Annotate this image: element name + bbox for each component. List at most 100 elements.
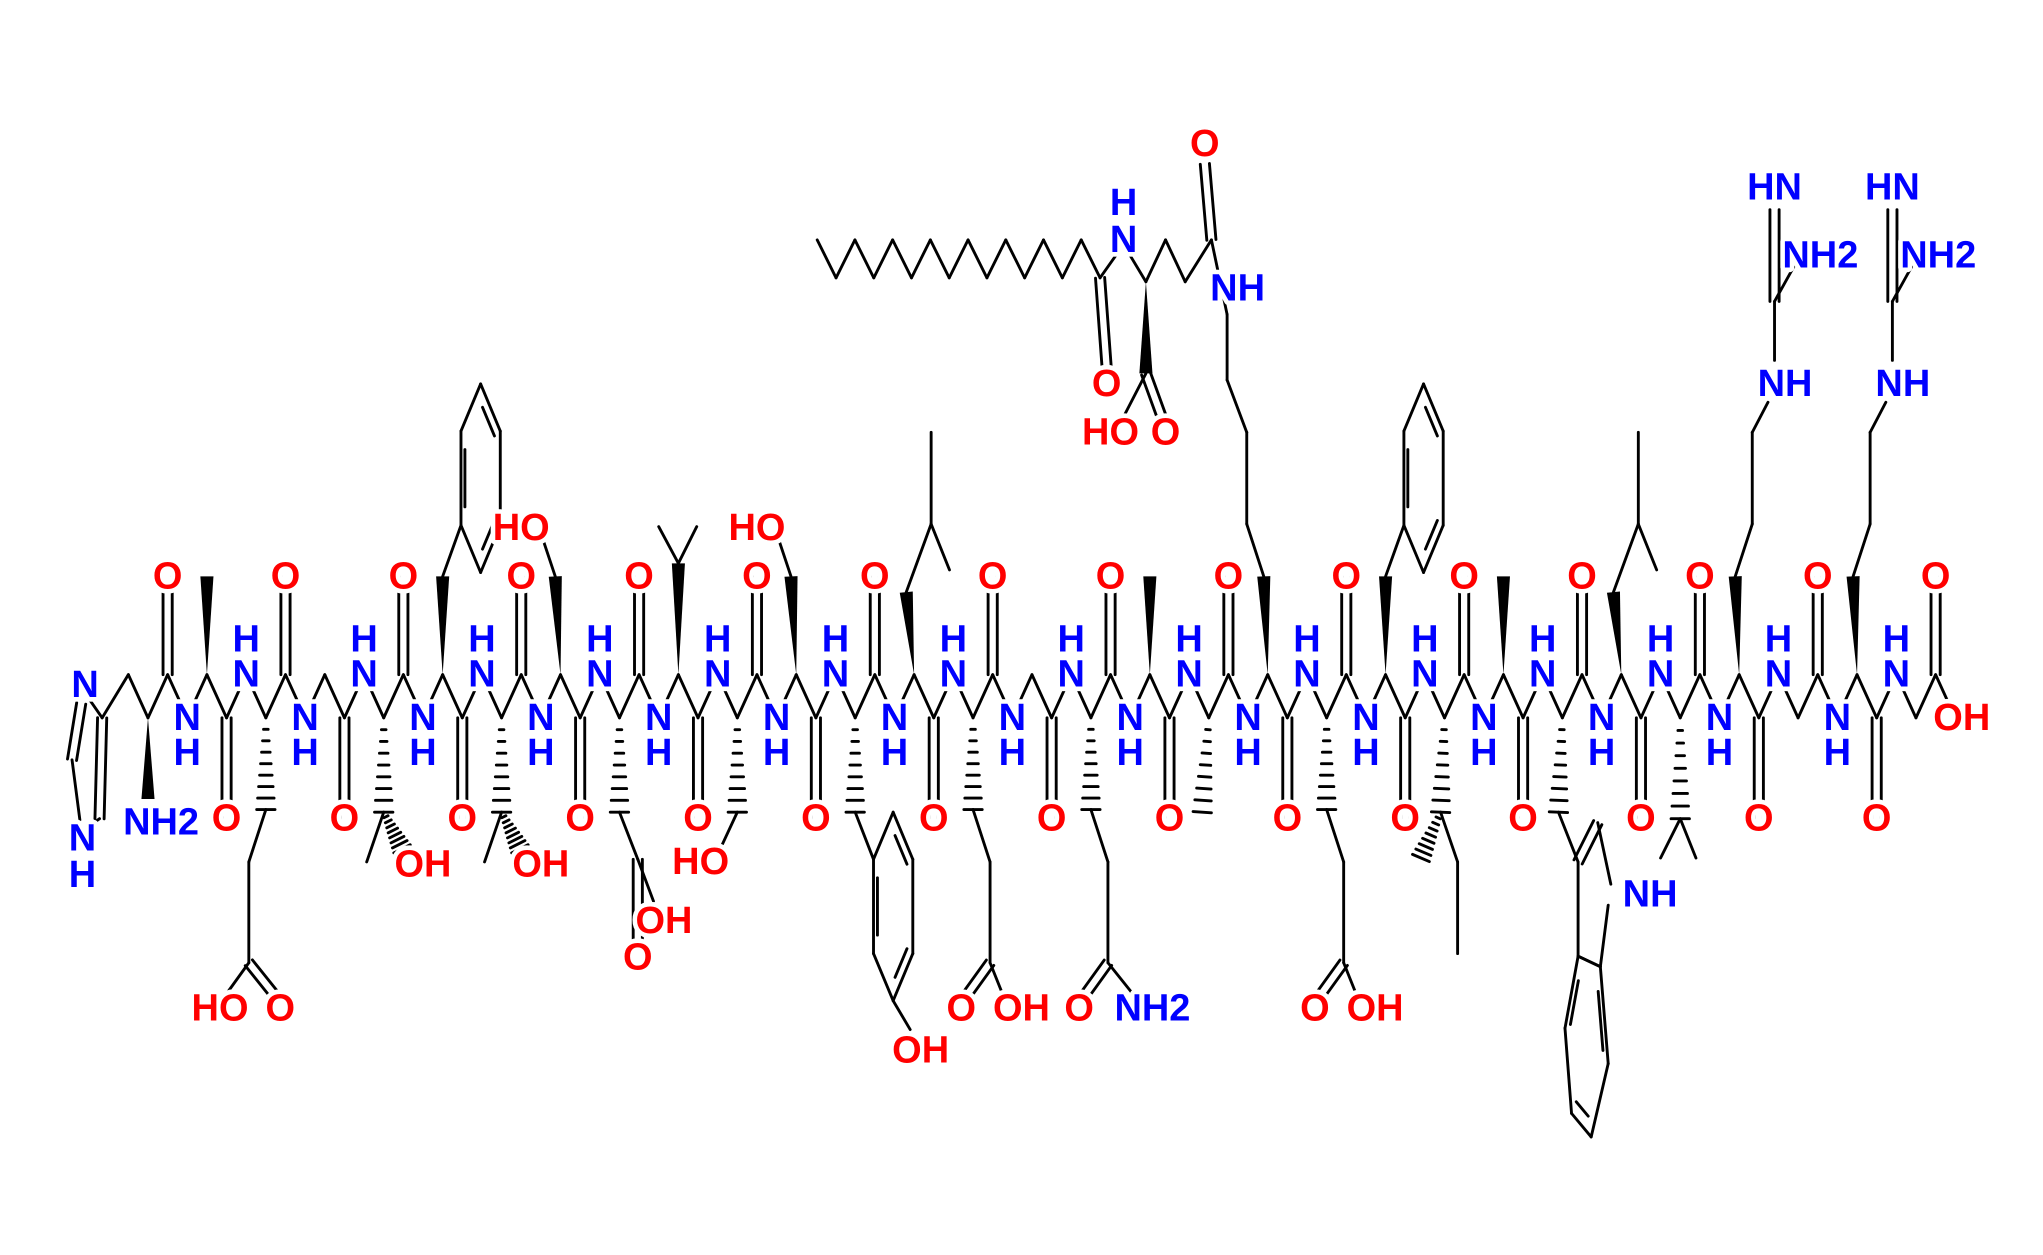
single-bond <box>718 810 739 851</box>
single-bond <box>815 238 838 280</box>
single-bond <box>459 523 483 574</box>
single-bond <box>853 673 877 720</box>
single-bond <box>1439 810 1460 864</box>
single-bond <box>1574 1100 1590 1118</box>
oxygen-label: O <box>623 937 653 979</box>
single-bond <box>912 673 936 720</box>
single-bond <box>225 673 248 720</box>
single-bond <box>1501 673 1525 720</box>
amide-hydrogen: H <box>586 618 613 660</box>
guanidino-amine-label: NH2 <box>1900 235 1976 277</box>
single-bond <box>1796 673 1820 720</box>
single-bond <box>891 238 913 280</box>
single-bond <box>88 699 104 720</box>
single-bond <box>1563 1026 1573 1115</box>
lipid-amide-nitrogen: N <box>1110 219 1137 261</box>
single-bond <box>891 999 912 1031</box>
single-bond <box>1050 673 1073 720</box>
single-bond <box>814 673 837 720</box>
single-bond <box>382 673 405 720</box>
single-bond <box>1266 673 1289 720</box>
single-bond <box>100 673 130 720</box>
wedge-bond <box>899 591 915 675</box>
hash-bond <box>1417 842 1434 851</box>
single-bond <box>676 673 700 720</box>
single-bond <box>500 673 523 720</box>
hash-bond <box>386 826 400 835</box>
single-bond <box>559 673 582 720</box>
single-bond <box>1098 254 1118 280</box>
hash-bond <box>501 818 511 825</box>
single-bond <box>323 673 346 720</box>
single-bond <box>166 673 189 720</box>
amide-hydrogen: H <box>940 618 967 660</box>
single-bond <box>891 810 915 861</box>
double-bond <box>1140 373 1159 420</box>
carbonyl-oxygen: O <box>1096 555 1126 597</box>
hash-bond <box>1432 786 1451 791</box>
single-bond <box>1737 673 1761 720</box>
single-bond <box>1560 673 1584 720</box>
wedge-bond <box>1139 281 1153 374</box>
hash-bond <box>382 814 390 820</box>
single-bond <box>481 519 496 551</box>
single-bond <box>618 810 640 861</box>
single-bond <box>598 673 621 720</box>
double-bond <box>1207 162 1218 241</box>
amide-hydrogen: H <box>1352 732 1379 774</box>
double-bond <box>968 963 996 1000</box>
single-bond <box>971 673 995 720</box>
amide-hydrogen: H <box>468 618 495 660</box>
single-bond <box>1010 673 1034 720</box>
single-bond <box>1042 238 1064 280</box>
lipid-amide-hydrogen: H <box>1110 182 1137 224</box>
single-bond <box>1596 990 1605 1052</box>
side-chain-label: O <box>946 988 976 1030</box>
single-bond <box>929 522 951 572</box>
wedge-bond <box>141 717 155 800</box>
single-bond <box>1835 673 1859 720</box>
hash-bond <box>1195 786 1213 791</box>
hash-bond <box>1193 798 1213 803</box>
wedge-bond <box>1257 576 1271 675</box>
single-bond <box>872 810 895 861</box>
amide-nitrogen: N <box>763 697 790 739</box>
single-bond <box>401 673 425 720</box>
double-bond <box>1322 963 1349 1000</box>
single-bond <box>1225 378 1249 434</box>
amide-nitrogen: N <box>1824 697 1851 739</box>
single-bond <box>1482 673 1505 720</box>
single-bond <box>303 673 327 720</box>
carbonyl-oxygen: O <box>1390 798 1420 840</box>
hash-bond <box>1191 810 1213 815</box>
side-chain-label: O <box>265 988 295 1030</box>
double-bond <box>250 958 281 995</box>
bonds-layer <box>66 162 1957 1139</box>
carbonyl-oxygen: O <box>1214 555 1244 597</box>
double-bond <box>1314 958 1342 995</box>
amide-hydrogen: H <box>1824 732 1851 774</box>
single-bond <box>676 525 699 565</box>
amide-nitrogen: N <box>586 654 613 696</box>
carbonyl-oxygen: O <box>978 555 1008 597</box>
side-chain-label: OH <box>1347 988 1404 1030</box>
amide-hydrogen: H <box>232 618 259 660</box>
single-bond <box>362 673 386 720</box>
single-bond <box>735 673 759 720</box>
single-bond <box>1030 673 1054 720</box>
single-bond <box>1402 523 1425 574</box>
single-bond <box>365 810 386 864</box>
single-bond <box>244 673 268 720</box>
single-bond <box>932 673 955 720</box>
single-bond <box>1325 808 1346 864</box>
wedge-bond <box>784 576 798 675</box>
single-bond <box>459 382 483 433</box>
single-bond <box>1875 673 1898 720</box>
side-chain-label: HO <box>192 988 249 1030</box>
hash-bond <box>510 843 530 855</box>
single-bond <box>1168 673 1191 720</box>
carbonyl-oxygen: O <box>1508 798 1538 840</box>
single-bond <box>947 238 970 280</box>
single-bond <box>1934 673 1957 720</box>
single-bond <box>185 673 209 720</box>
